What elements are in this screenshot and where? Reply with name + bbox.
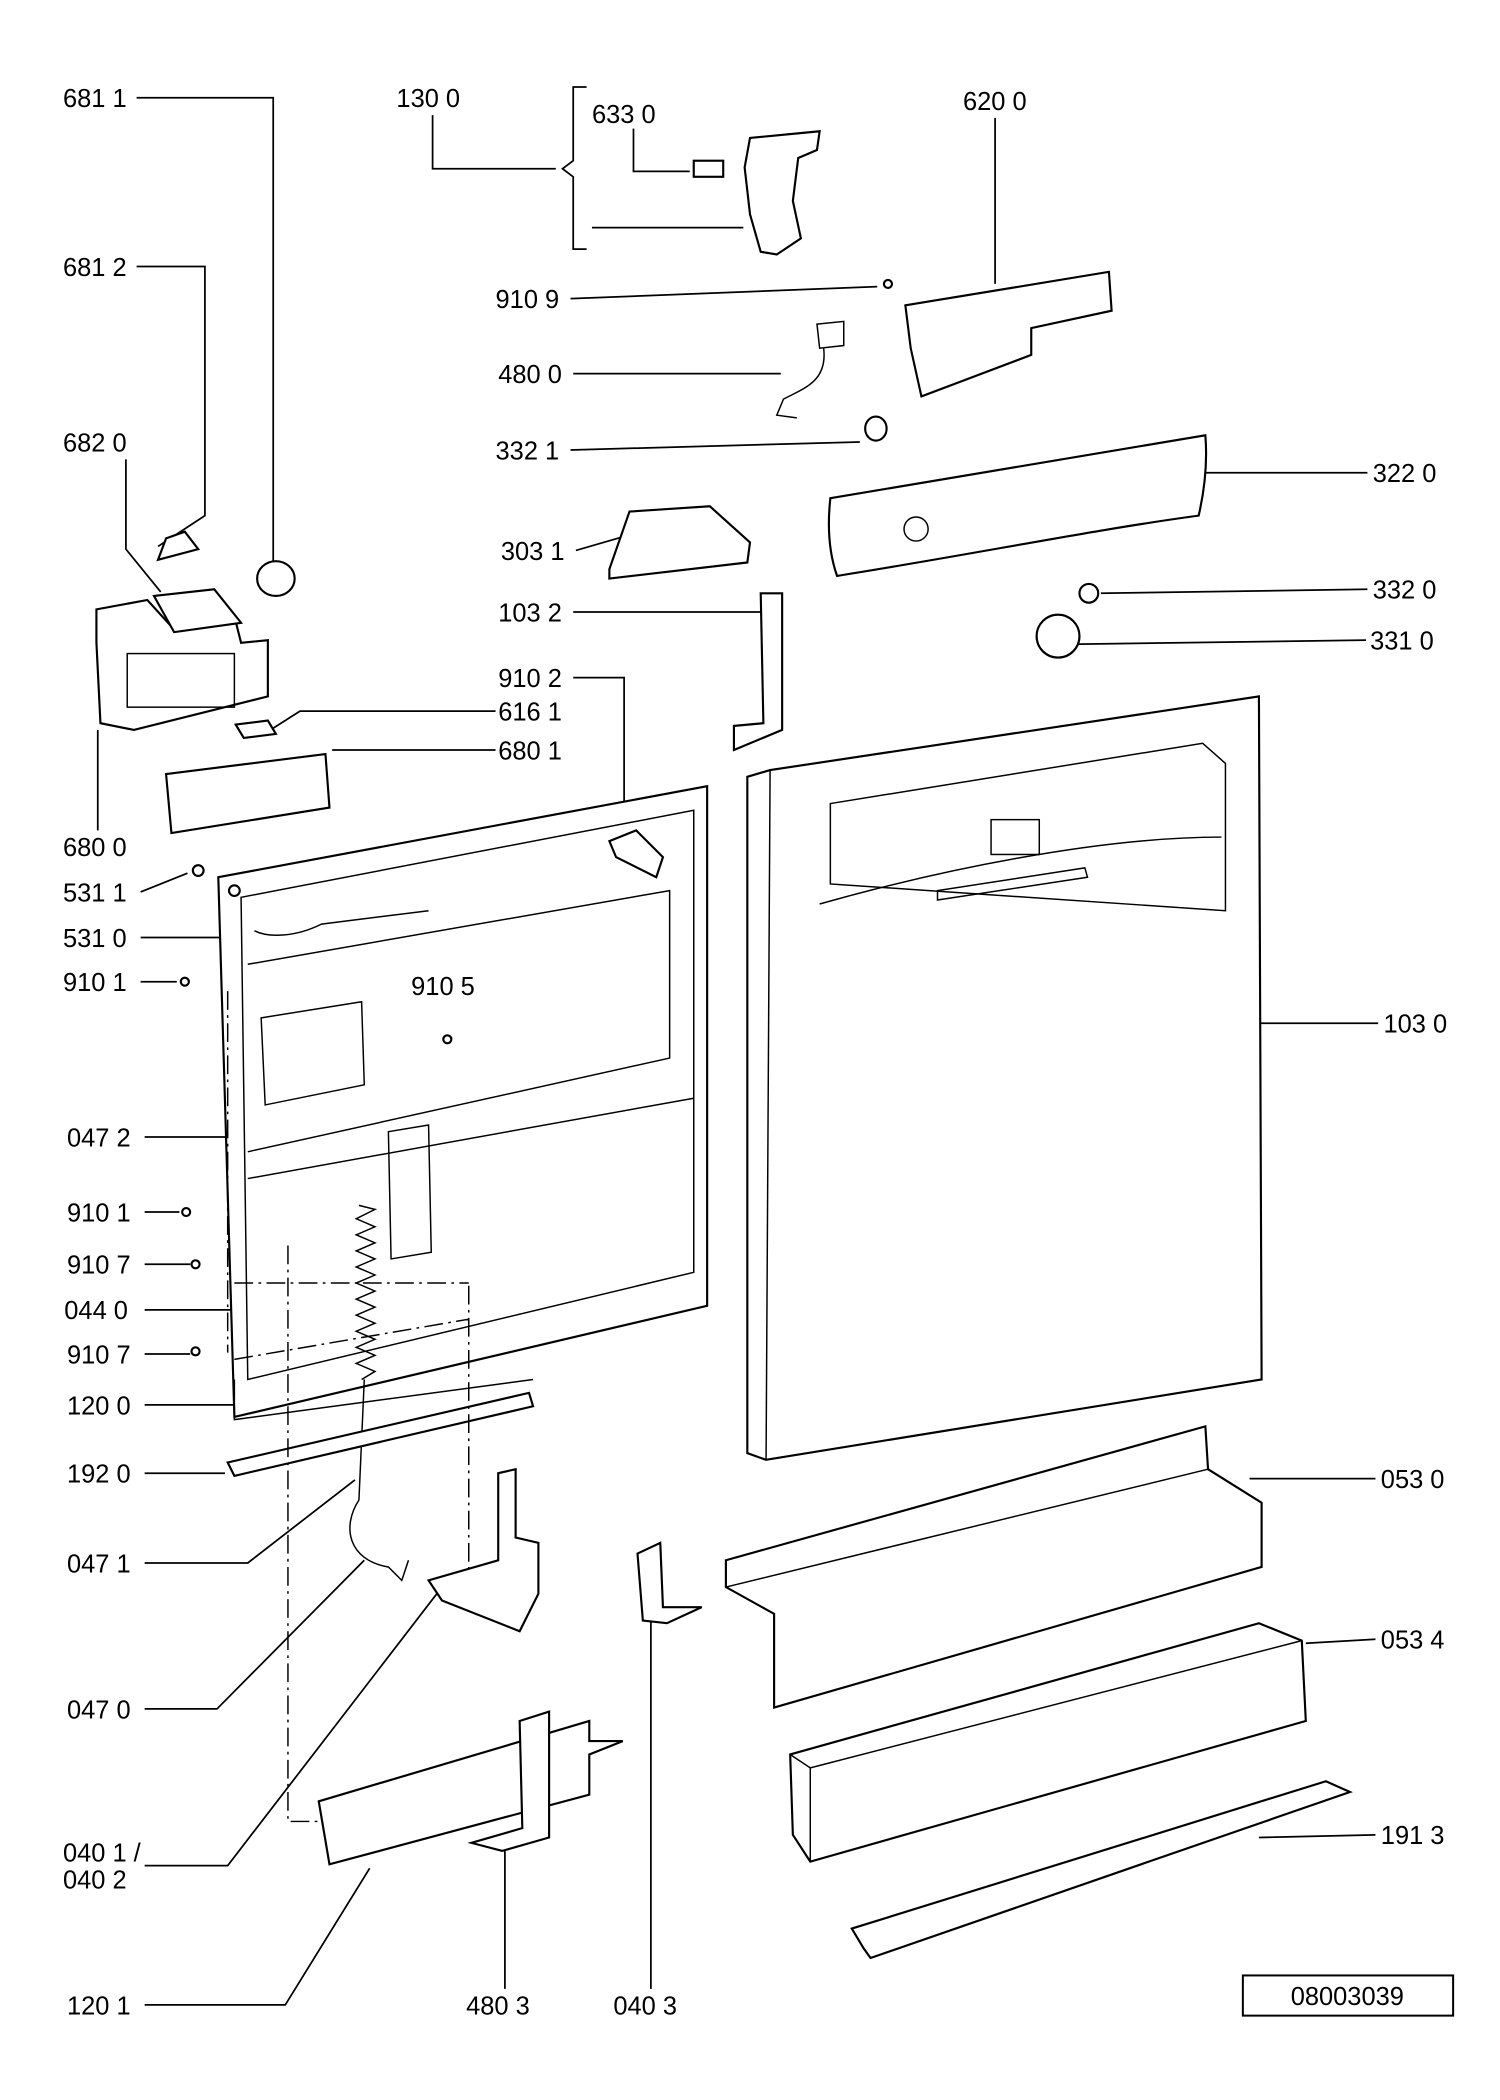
callout-labels: 681 1 130 0 633 0 620 0 681 2 910 9 480 … bbox=[63, 85, 1447, 2020]
assembly-axis bbox=[226, 991, 470, 1823]
hinge-bracket-part bbox=[426, 1467, 540, 1633]
callout-103-2: 103 2 bbox=[498, 599, 562, 627]
knob-part bbox=[1035, 613, 1081, 659]
callout-191-3: 191 3 bbox=[1381, 1822, 1445, 1850]
callout-120-0: 120 0 bbox=[67, 1392, 131, 1420]
gasket-part bbox=[256, 560, 296, 598]
callout-332-0: 332 0 bbox=[1373, 577, 1437, 605]
callout-910-5: 910 5 bbox=[411, 973, 475, 1001]
dispenser-seal-part bbox=[164, 752, 331, 835]
callout-531-1: 531 1 bbox=[63, 879, 127, 907]
callout-681-1: 681 1 bbox=[63, 85, 127, 113]
toe-kick-part bbox=[789, 1622, 1307, 1863]
screw-part bbox=[442, 1034, 453, 1045]
catalog-number-box: 08003039 bbox=[1241, 1974, 1455, 2017]
callout-303-1: 303 1 bbox=[501, 538, 565, 566]
outer-door-panel-part bbox=[746, 695, 1263, 1461]
callout-682-0: 682 0 bbox=[63, 429, 127, 457]
callout-053-4: 053 4 bbox=[1381, 1627, 1445, 1655]
door-lock-part bbox=[692, 130, 821, 256]
callout-044-0: 044 0 bbox=[64, 1297, 128, 1325]
callout-681-2: 681 2 bbox=[63, 254, 127, 282]
callout-910-1-upper: 910 1 bbox=[63, 969, 127, 997]
catalog-number: 08003039 bbox=[1291, 1983, 1404, 2011]
callout-040-3: 040 3 bbox=[613, 1992, 677, 2020]
bracket-part bbox=[636, 1541, 703, 1625]
callout-331-0: 331 0 bbox=[1370, 628, 1434, 656]
callout-040-2: 040 2 bbox=[63, 1866, 127, 1894]
trim-strip-part bbox=[850, 1780, 1353, 1960]
cable-part bbox=[349, 1379, 410, 1582]
callout-120-1: 120 1 bbox=[67, 1992, 131, 2020]
callout-531-0: 531 0 bbox=[63, 925, 127, 953]
control-board-part bbox=[904, 270, 1113, 398]
screw-part bbox=[179, 976, 190, 987]
callout-910-9: 910 9 bbox=[496, 286, 560, 314]
callout-620-0: 620 0 bbox=[963, 88, 1027, 116]
callout-332-1: 332 1 bbox=[496, 437, 560, 465]
spring-part bbox=[354, 1204, 378, 1381]
callout-680-0: 680 0 bbox=[63, 834, 127, 862]
callout-047-1: 047 1 bbox=[67, 1550, 131, 1578]
button-part bbox=[864, 415, 888, 442]
screw-part bbox=[882, 278, 894, 290]
parts bbox=[95, 130, 1353, 1960]
callout-130-0: 130 0 bbox=[396, 85, 460, 113]
dispenser-cap-part bbox=[233, 719, 278, 740]
callout-910-1-lower: 910 1 bbox=[67, 1199, 131, 1227]
callout-633-0: 633 0 bbox=[592, 101, 656, 129]
callout-047-2: 047 2 bbox=[67, 1124, 131, 1152]
callout-616-1: 616 1 bbox=[498, 699, 562, 727]
leader-lines bbox=[96, 86, 1379, 2006]
rail-part bbox=[226, 1391, 535, 1478]
callout-910-7-upper: 910 7 bbox=[67, 1252, 131, 1280]
bracket-part bbox=[732, 592, 784, 752]
callout-910-7-lower: 910 7 bbox=[67, 1341, 131, 1369]
callout-053-0: 053 0 bbox=[1381, 1466, 1445, 1494]
callout-040-1: 040 1 / bbox=[63, 1840, 142, 1868]
control-panel-fascia-part bbox=[827, 434, 1208, 578]
callout-680-1: 680 1 bbox=[498, 737, 562, 765]
callout-480-0: 480 0 bbox=[498, 361, 562, 389]
callout-910-2: 910 2 bbox=[498, 665, 562, 693]
lid-part bbox=[156, 530, 201, 562]
callout-192-0: 192 0 bbox=[67, 1461, 131, 1489]
callout-103-0: 103 0 bbox=[1383, 1011, 1447, 1039]
callout-480-3: 480 3 bbox=[466, 1992, 530, 2020]
wiring-harness-part bbox=[775, 320, 845, 419]
dispenser-part bbox=[95, 588, 269, 732]
door-handle-part bbox=[608, 505, 752, 580]
kickplate-part bbox=[724, 1424, 1263, 1710]
inner-door-panel-part bbox=[217, 784, 709, 1421]
knob-ring-part bbox=[1078, 582, 1100, 604]
screw-part bbox=[190, 1346, 201, 1357]
screw-part bbox=[191, 864, 205, 877]
foot-bracket-part bbox=[467, 1710, 551, 1853]
callout-322-0: 322 0 bbox=[1373, 460, 1437, 488]
screw-part bbox=[181, 1206, 192, 1218]
callout-047-0: 047 0 bbox=[67, 1696, 131, 1724]
screw-part bbox=[190, 1259, 201, 1270]
